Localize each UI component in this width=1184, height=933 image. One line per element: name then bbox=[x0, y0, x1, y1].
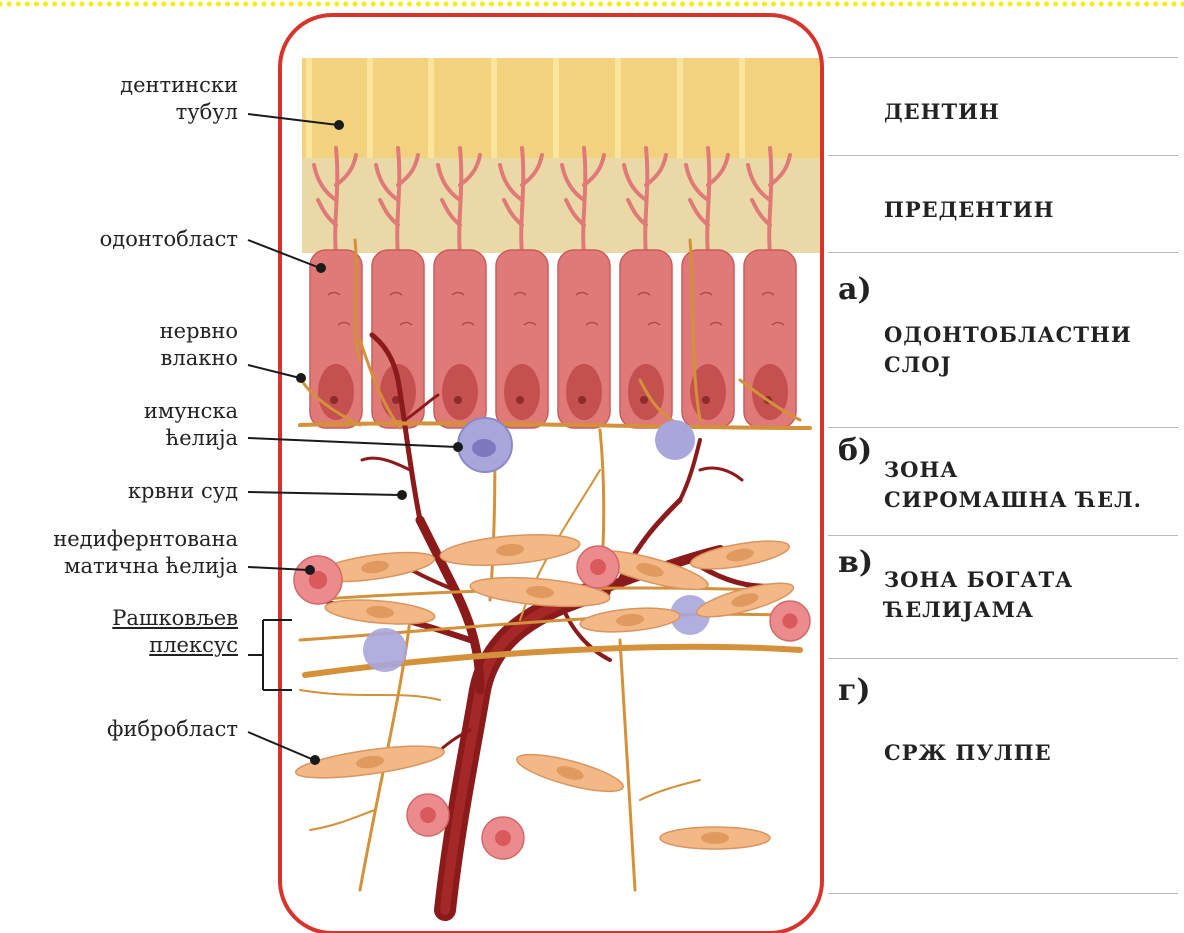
zone-dentin: ДЕНТИН bbox=[884, 97, 1000, 127]
zone-divider bbox=[828, 57, 1178, 58]
label-stem-cell: недифернтована матична ћелија bbox=[53, 526, 238, 580]
fibroblast-cell bbox=[660, 827, 770, 849]
label-blood-vessel: крвни суд bbox=[128, 478, 238, 505]
label-immune-cell: имунска ћелија bbox=[144, 398, 238, 452]
fibroblast-cell bbox=[689, 535, 791, 574]
stem-cell bbox=[482, 817, 524, 859]
stem-cell bbox=[770, 601, 810, 641]
zone-divider bbox=[828, 155, 1178, 156]
zone-divider bbox=[828, 252, 1178, 253]
zone-cell-rich: ЗОНА БОГАТА ЋЕЛИЈАМА bbox=[884, 565, 1073, 625]
zone-letter-a: а) bbox=[838, 272, 872, 307]
dentin-layer bbox=[302, 58, 826, 158]
label-fibroblast: фибробласт bbox=[107, 716, 238, 743]
stem-cell bbox=[407, 794, 449, 836]
zone-pulp-core: СРЖ ПУЛПЕ bbox=[884, 738, 1052, 768]
stem-cell bbox=[294, 556, 342, 604]
zone-letter-g: г) bbox=[838, 673, 871, 708]
zone-cell-poor: ЗОНА СИРОМАШНА ЋЕЛ. bbox=[884, 455, 1142, 515]
zone-divider bbox=[828, 535, 1178, 536]
label-raschkow-plexus: Рашковљев плексус bbox=[112, 605, 238, 659]
label-nerve-fiber: нервно влакно bbox=[160, 318, 238, 372]
zone-letter-v: в) bbox=[838, 545, 873, 580]
label-odontoblast: одонтобласт bbox=[100, 226, 238, 253]
zone-divider bbox=[828, 658, 1178, 659]
zone-predentin: ПРЕДЕНТИН bbox=[884, 195, 1054, 225]
zone-divider bbox=[828, 427, 1178, 428]
fibroblast-cell bbox=[439, 530, 581, 570]
zone-odontoblast-layer: ОДОНТОБЛАСТНИ СЛОЈ bbox=[884, 320, 1132, 380]
fibroblast-cell bbox=[579, 605, 681, 636]
stem-cell bbox=[577, 546, 619, 588]
fibroblast-cell bbox=[324, 596, 435, 628]
zone-divider bbox=[828, 893, 1178, 894]
zone-letter-b: б) bbox=[838, 433, 872, 468]
fibroblast-cell bbox=[514, 747, 626, 799]
label-dentin-tubule: дентински тубул bbox=[120, 72, 238, 126]
